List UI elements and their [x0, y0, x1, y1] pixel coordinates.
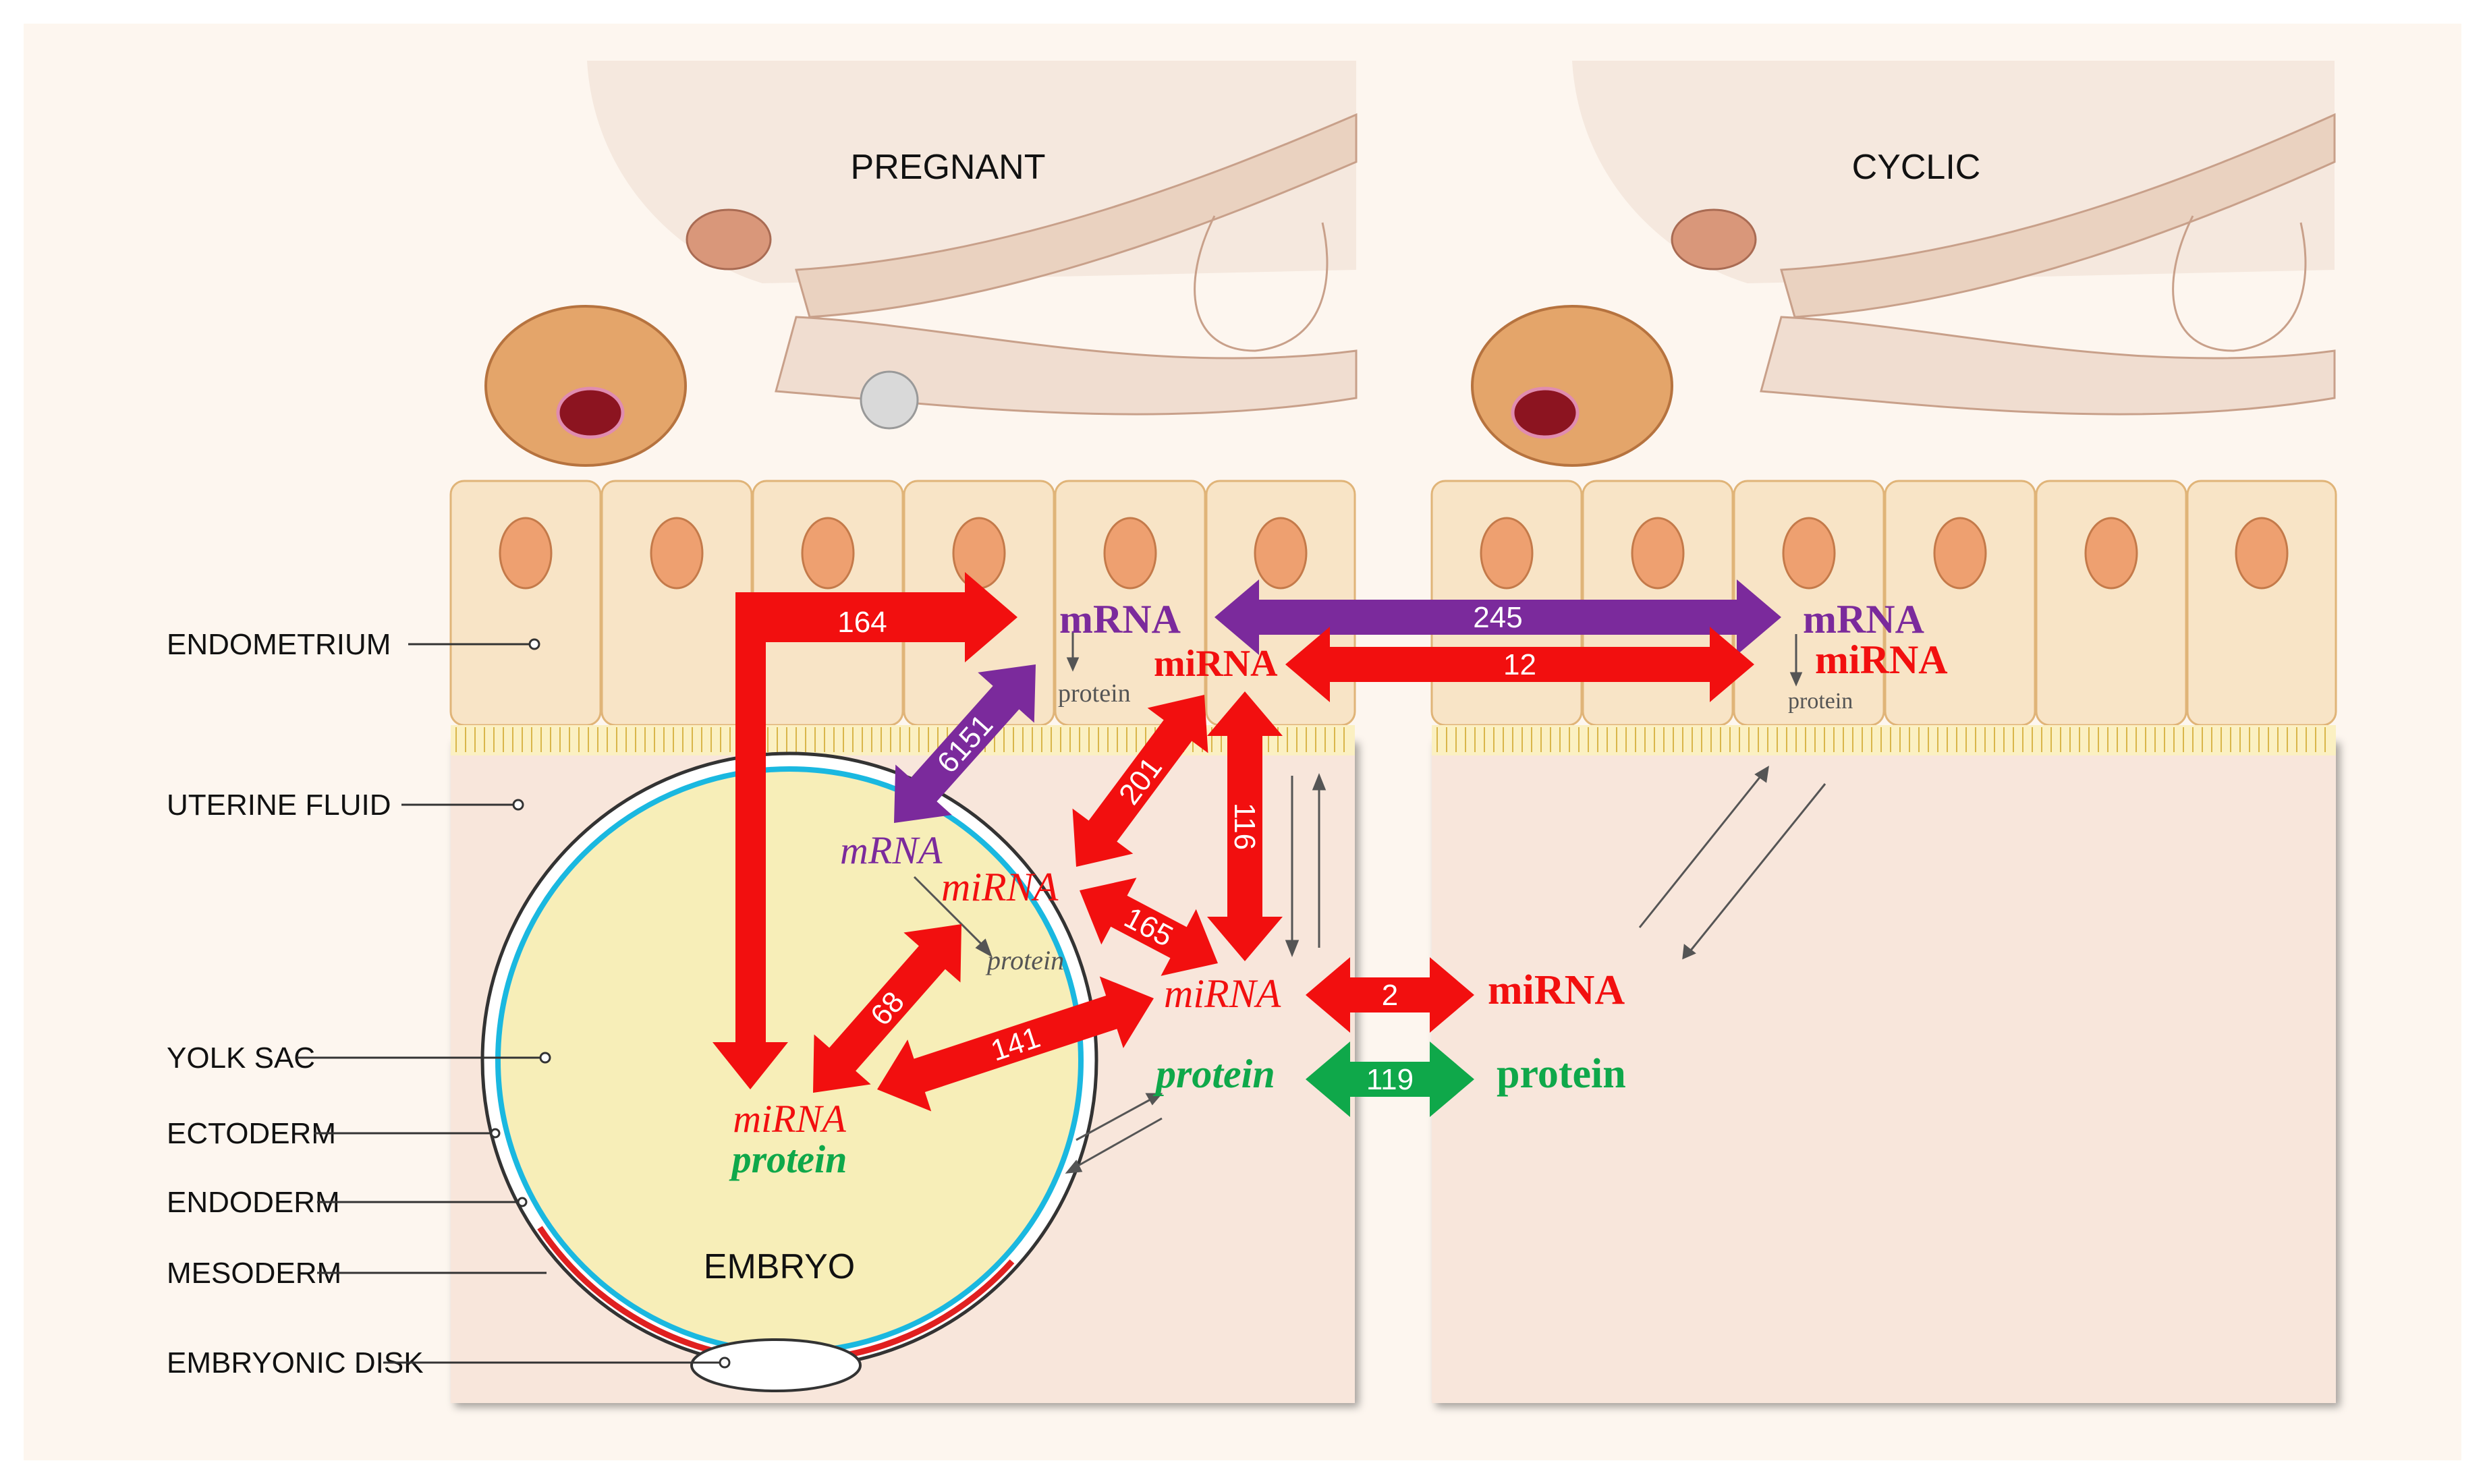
- arrow-count-119: 119: [1366, 1063, 1414, 1096]
- arrow-165: [1080, 878, 1218, 976]
- arrow-6151: [894, 664, 1036, 823]
- arrow-count-12: 12: [1503, 648, 1536, 681]
- endometrium-pregnant-mirna: miRNA: [1154, 643, 1278, 685]
- endometrium-pregnant-protein: protein: [1058, 679, 1131, 708]
- conceptus-shape: [860, 370, 919, 430]
- cyclic-panel: [1432, 739, 2336, 1403]
- arrow-count-164: 164: [837, 606, 887, 639]
- label-embryonic-disk: EMBRYONIC DISK: [167, 1346, 424, 1379]
- left-labels: ENDOMETRIUM UTERINE FLUID YOLK SAC ECTOD…: [167, 628, 731, 1379]
- ovary-shape: [686, 208, 772, 270]
- fluid-embryo-mrna: mRNA: [840, 828, 943, 872]
- arrow-245: [1214, 579, 1781, 655]
- header-cyclic: CYCLIC: [1852, 148, 1981, 187]
- embryo-protein: protein: [729, 1137, 847, 1181]
- label-endometrium: ENDOMETRIUM: [167, 628, 391, 661]
- endometrium-cyclic-mrna: mRNA: [1803, 597, 1924, 641]
- endometrium-cyclic-protein: protein: [1788, 689, 1853, 714]
- uterus-illustration-cyclic: CYCLIC: [1471, 61, 2336, 467]
- arrow-12: [1285, 627, 1754, 702]
- endometrium-pregnant-mrna: mRNA: [1059, 597, 1181, 641]
- fluid-pregnant-protein: protein: [1152, 1052, 1275, 1096]
- embryo-label: EMBRYO: [704, 1247, 855, 1286]
- molecule-labels: mRNA protein miRNA mRNA miRNA protein mR…: [729, 597, 1948, 1181]
- embryonic-disk: [690, 1338, 862, 1392]
- uterine-fluid-cyclic: [1432, 739, 2336, 1403]
- fluid-embryo-protein: protein: [985, 945, 1064, 975]
- passive-arrows: [913, 633, 1826, 1174]
- arrow-119: [1306, 1041, 1474, 1117]
- label-endoderm: ENDODERM: [167, 1186, 340, 1219]
- corpus-luteum-shape: [484, 305, 687, 467]
- endometrium-cyclic-mirna: miRNA: [1815, 637, 1948, 682]
- label-yolk-sac: YOLK SAC: [167, 1041, 315, 1075]
- ovary-shape: [1671, 208, 1757, 270]
- label-mesoderm: MESODERM: [167, 1257, 341, 1290]
- uterus-illustration-pregnant: PREGNANT: [484, 61, 1358, 467]
- header-pregnant: PREGNANT: [851, 148, 1046, 187]
- arrow-count-2: 2: [1382, 979, 1398, 1012]
- label-uterine-fluid: UTERINE FLUID: [167, 789, 391, 822]
- fluid-pregnant-mirna: miRNA: [1164, 971, 1281, 1016]
- fluid-cyclic-mirna: miRNA: [1488, 967, 1625, 1013]
- arrow-116: [1207, 691, 1283, 961]
- arrow-2: [1306, 957, 1474, 1033]
- arrow-count-245: 245: [1473, 601, 1522, 634]
- corpus-luteum-shape: [1471, 305, 1673, 467]
- arrow-68: [813, 924, 961, 1093]
- embryo-mirna: miRNA: [733, 1097, 846, 1141]
- microvilli: [455, 727, 2326, 752]
- arrow-count-116: 116: [1228, 803, 1261, 850]
- arrow-141: [877, 976, 1154, 1112]
- fluid-embryo-mirna: miRNA: [941, 865, 1059, 909]
- label-ectoderm: ECTODERM: [167, 1117, 336, 1150]
- arrow-164-path: 164: [713, 572, 1017, 1089]
- fluid-cyclic-protein: protein: [1497, 1051, 1626, 1097]
- arrow-201: [1072, 695, 1208, 867]
